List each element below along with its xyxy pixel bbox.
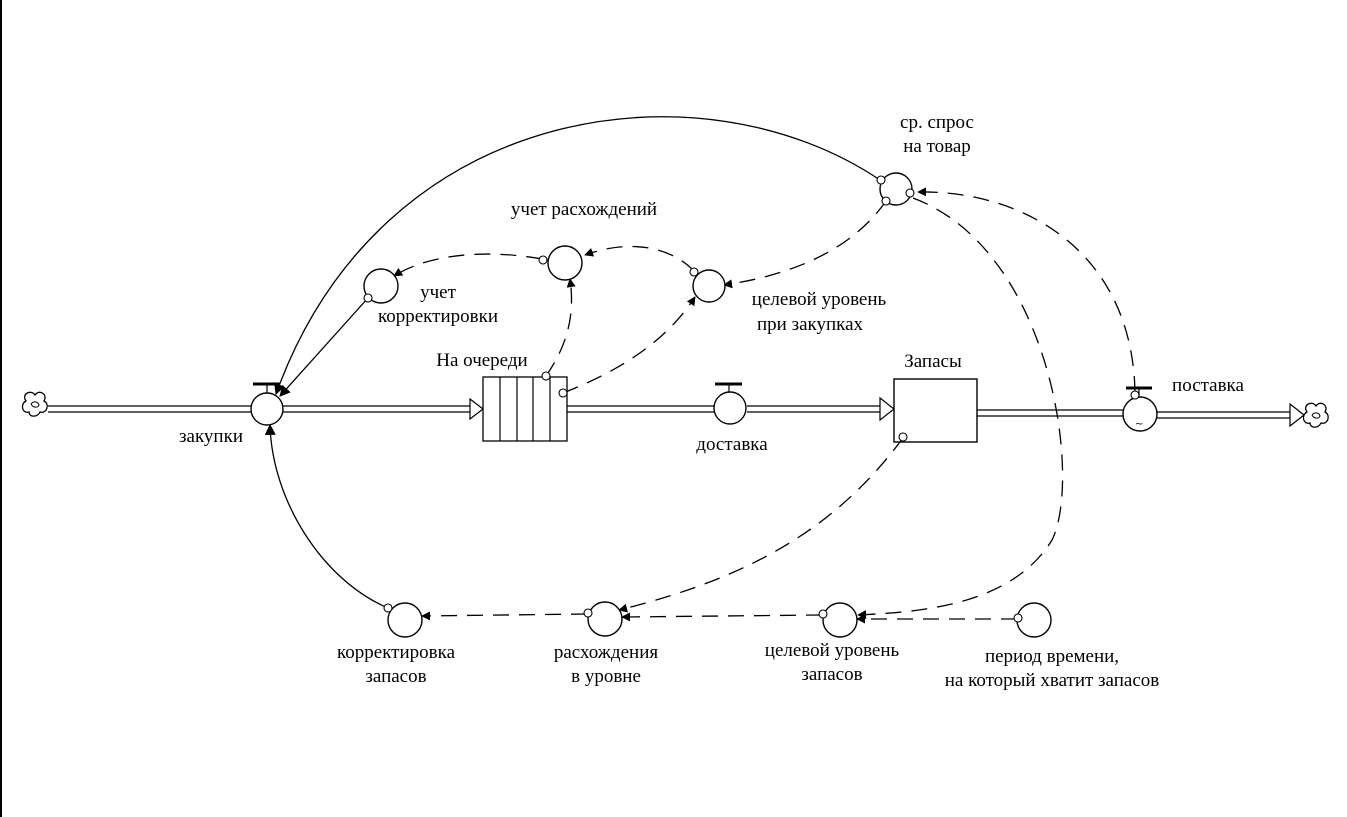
link-queue-to-target-purchases — [562, 296, 696, 394]
link-avg-demand-to-target-purchases — [723, 200, 887, 289]
link-tail-markers — [363, 175, 1140, 623]
link-avg-demand-to-target-inventory — [857, 197, 1064, 620]
pipe-source-to-purchases — [48, 405, 254, 413]
label-target-level-purchases-line2: при закупках — [757, 314, 864, 335]
link-correction-account-to-purchases — [279, 297, 369, 397]
label-avg-demand-line2: на товар — [903, 136, 971, 157]
pipe-queue-to-delivery — [567, 405, 714, 413]
flow-delivery-valve[interactable] — [713, 391, 747, 425]
label-inventory-correction-line1: корректировка — [337, 642, 456, 663]
label-level-discrepancy-line1: расхождения — [554, 642, 658, 663]
pipe-inventory-to-shipment — [977, 409, 1124, 417]
link-shipment-to-avg-demand — [917, 187, 1136, 393]
label-target-inventory-level-line1: целевой уровень — [765, 640, 900, 661]
link-level-discrepancy-to-inventory-correction — [421, 611, 588, 621]
link-discrepancy-account-to-correction-account — [393, 253, 543, 277]
stock-inventory[interactable] — [893, 378, 978, 443]
cloud-icon — [21, 391, 48, 417]
label-correction-account-line1: учет — [420, 282, 456, 303]
aux-discrepancy-account[interactable] — [547, 245, 583, 281]
label-flow-purchases: закупки — [179, 426, 243, 447]
stock-queue-conveyor[interactable] — [482, 376, 568, 442]
aux-target-inventory-level[interactable] — [822, 602, 858, 638]
label-correction-account-line2: корректировки — [378, 306, 498, 327]
link-inventory-correction-to-purchases — [264, 423, 389, 609]
link-queue-to-discrepancy-account — [545, 278, 576, 377]
aux-target-level-purchases[interactable] — [692, 269, 726, 303]
aux-correction-account[interactable] — [363, 268, 399, 304]
label-target-level-purchases-line1: целевой уровень — [752, 289, 887, 310]
link-target-inventory-to-level-discrepancy — [621, 612, 823, 622]
cloud-icon — [1302, 402, 1329, 428]
flow-shipment-valve[interactable] — [1122, 396, 1158, 432]
label-stock-queue: На очереди — [436, 350, 527, 371]
aux-level-discrepancy[interactable] — [587, 601, 623, 637]
label-flow-shipment: поставка — [1172, 375, 1244, 396]
aux-coverage-period[interactable] — [1016, 602, 1052, 638]
label-coverage-period-line1: период времени, — [985, 646, 1119, 667]
aux-inventory-correction[interactable] — [387, 602, 423, 638]
label-discrepancy-account: учет расхождений — [511, 199, 657, 220]
pipe-delivery-to-inventory — [747, 396, 895, 422]
pipe-purchases-to-queue — [283, 397, 484, 421]
label-avg-demand-line1: ср. спрос — [900, 112, 974, 133]
link-target-purchases-to-discrepancy-account — [584, 245, 695, 272]
label-target-inventory-level-line2: запасов — [801, 664, 862, 685]
label-coverage-period-line2: на который хватит запасов — [945, 670, 1160, 691]
shipment-marker-icon: ~ — [1135, 419, 1143, 430]
label-level-discrepancy-line2: в уровне — [571, 666, 641, 687]
pipe-shipment-to-sink — [1157, 402, 1305, 428]
label-inventory-correction-line2: запасов — [365, 666, 426, 687]
flow-purchases-valve[interactable] — [250, 392, 284, 426]
link-avg-demand-to-purchases — [274, 116, 881, 396]
label-stock-inventory: Запасы — [904, 351, 962, 372]
label-flow-delivery: доставка — [696, 434, 768, 455]
link-inventory-to-level-discrepancy — [618, 437, 904, 613]
